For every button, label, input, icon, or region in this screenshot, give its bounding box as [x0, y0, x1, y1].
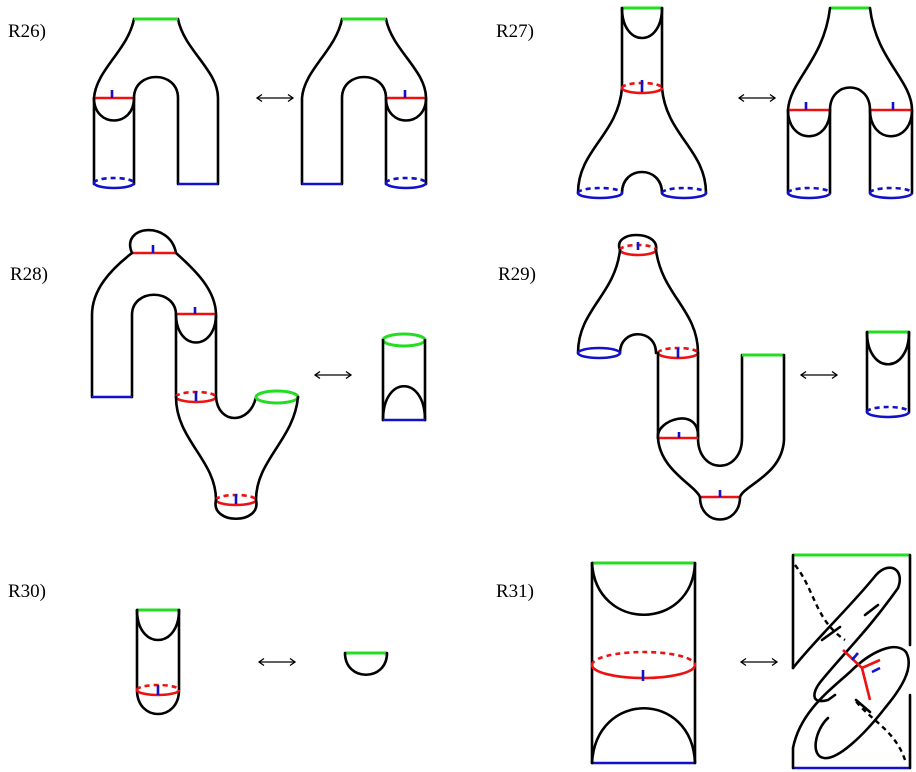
r31-left-surface: [590, 561, 697, 765]
r27-left-surface: [576, 6, 708, 200]
r26-right-surface: [300, 17, 428, 190]
r29-arrow: [800, 370, 838, 380]
r28-arrow: [314, 370, 352, 380]
r28-right-surface: [381, 332, 427, 422]
label-r30: R30): [8, 581, 46, 602]
r31-arrow: [740, 657, 778, 667]
r26-left-surface: [92, 17, 220, 190]
label-r26: R26): [8, 21, 46, 42]
label-r31: R31): [496, 581, 534, 602]
r27-right-surface: [786, 6, 914, 200]
r31-right-surface: [791, 553, 912, 770]
r28-left-surface: [90, 228, 300, 520]
r30-left-surface: [135, 608, 181, 716]
r30-right-surface: [343, 651, 389, 677]
label-r27: R27): [496, 21, 534, 42]
r29-left-surface: [576, 233, 786, 521]
r27-arrow: [738, 93, 776, 103]
r29-right-surface: [865, 330, 911, 419]
r26-arrow: [256, 93, 294, 103]
label-r29: R29): [498, 264, 536, 285]
r30-arrow: [258, 657, 296, 667]
label-r28: R28): [10, 264, 48, 285]
